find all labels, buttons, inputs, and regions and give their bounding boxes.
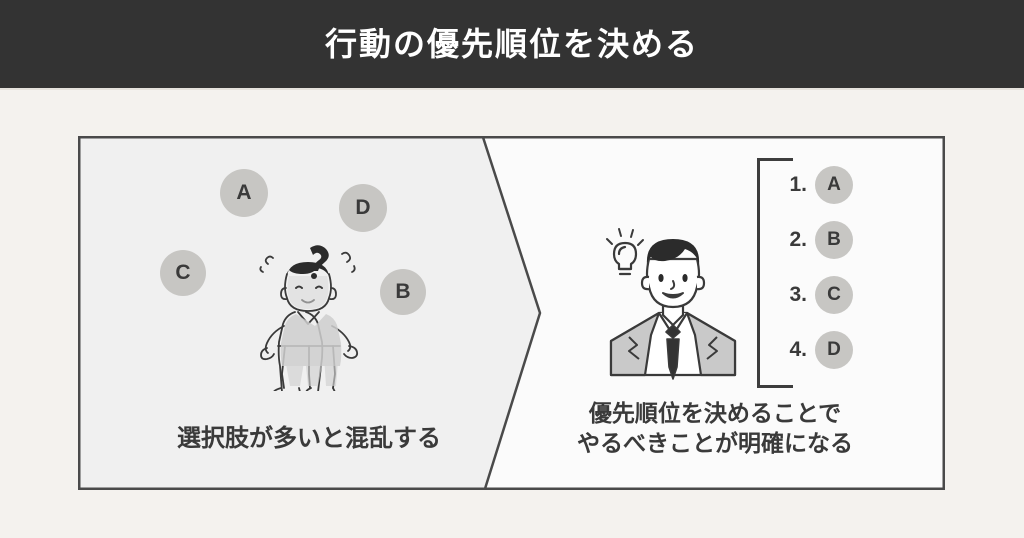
left-panel: A D C B <box>78 136 540 490</box>
right-panel: 1. A 2. B 3. C 4. D 優先順位を決めることで やるべきことが明… <box>485 136 945 490</box>
comparison-diagram: A D C B <box>78 136 945 490</box>
priority-list-item-4: 4. D <box>777 330 853 370</box>
confident-businessman-with-idea-icon <box>606 228 737 380</box>
option-bubble-d: D <box>339 184 387 232</box>
list-bracket <box>757 158 793 388</box>
priority-bubble-d-label: D <box>827 339 841 360</box>
page-title: 行動の優先順位を決める <box>324 26 699 62</box>
priority-number-3: 3. <box>789 283 807 306</box>
priority-number-2: 2. <box>789 228 807 251</box>
header-divider <box>0 88 1024 90</box>
option-bubble-c: C <box>160 250 206 296</box>
priority-bubble-c: C <box>815 276 853 314</box>
right-panel-caption-line2: やるべきことが明確になる <box>577 430 853 457</box>
priority-list-item-2: 2. B <box>777 220 853 260</box>
option-bubble-b-label: B <box>395 280 411 303</box>
priority-list-item-3: 3. C <box>777 275 853 315</box>
priority-bubble-d: D <box>815 331 853 369</box>
option-bubble-d-label: D <box>355 196 371 219</box>
left-panel-caption: 選択肢が多いと混乱する <box>177 425 441 452</box>
confused-person-icon <box>259 245 359 391</box>
header-bar: 行動の優先順位を決める <box>0 0 1024 88</box>
right-panel-caption-line1: 優先順位を決めることで <box>588 400 842 426</box>
priority-bubble-a: A <box>815 166 853 204</box>
priority-bubble-a-label: A <box>827 174 841 195</box>
right-panel-caption: 優先順位を決めることで やるべきことが明確になる <box>485 398 945 459</box>
priority-number-4: 4. <box>789 338 807 361</box>
option-bubble-c-label: C <box>175 261 191 284</box>
option-bubble-b: B <box>380 269 426 315</box>
priority-bubble-b-label: B <box>827 229 841 250</box>
priority-bubble-b: B <box>815 221 853 259</box>
priority-number-1: 1. <box>789 173 807 196</box>
option-bubble-a: A <box>220 169 268 217</box>
priority-bubble-c-label: C <box>827 284 841 305</box>
option-bubble-a-label: A <box>236 181 252 204</box>
priority-list-item-1: 1. A <box>777 165 853 205</box>
priority-list: 1. A 2. B 3. C 4. D <box>757 158 887 388</box>
